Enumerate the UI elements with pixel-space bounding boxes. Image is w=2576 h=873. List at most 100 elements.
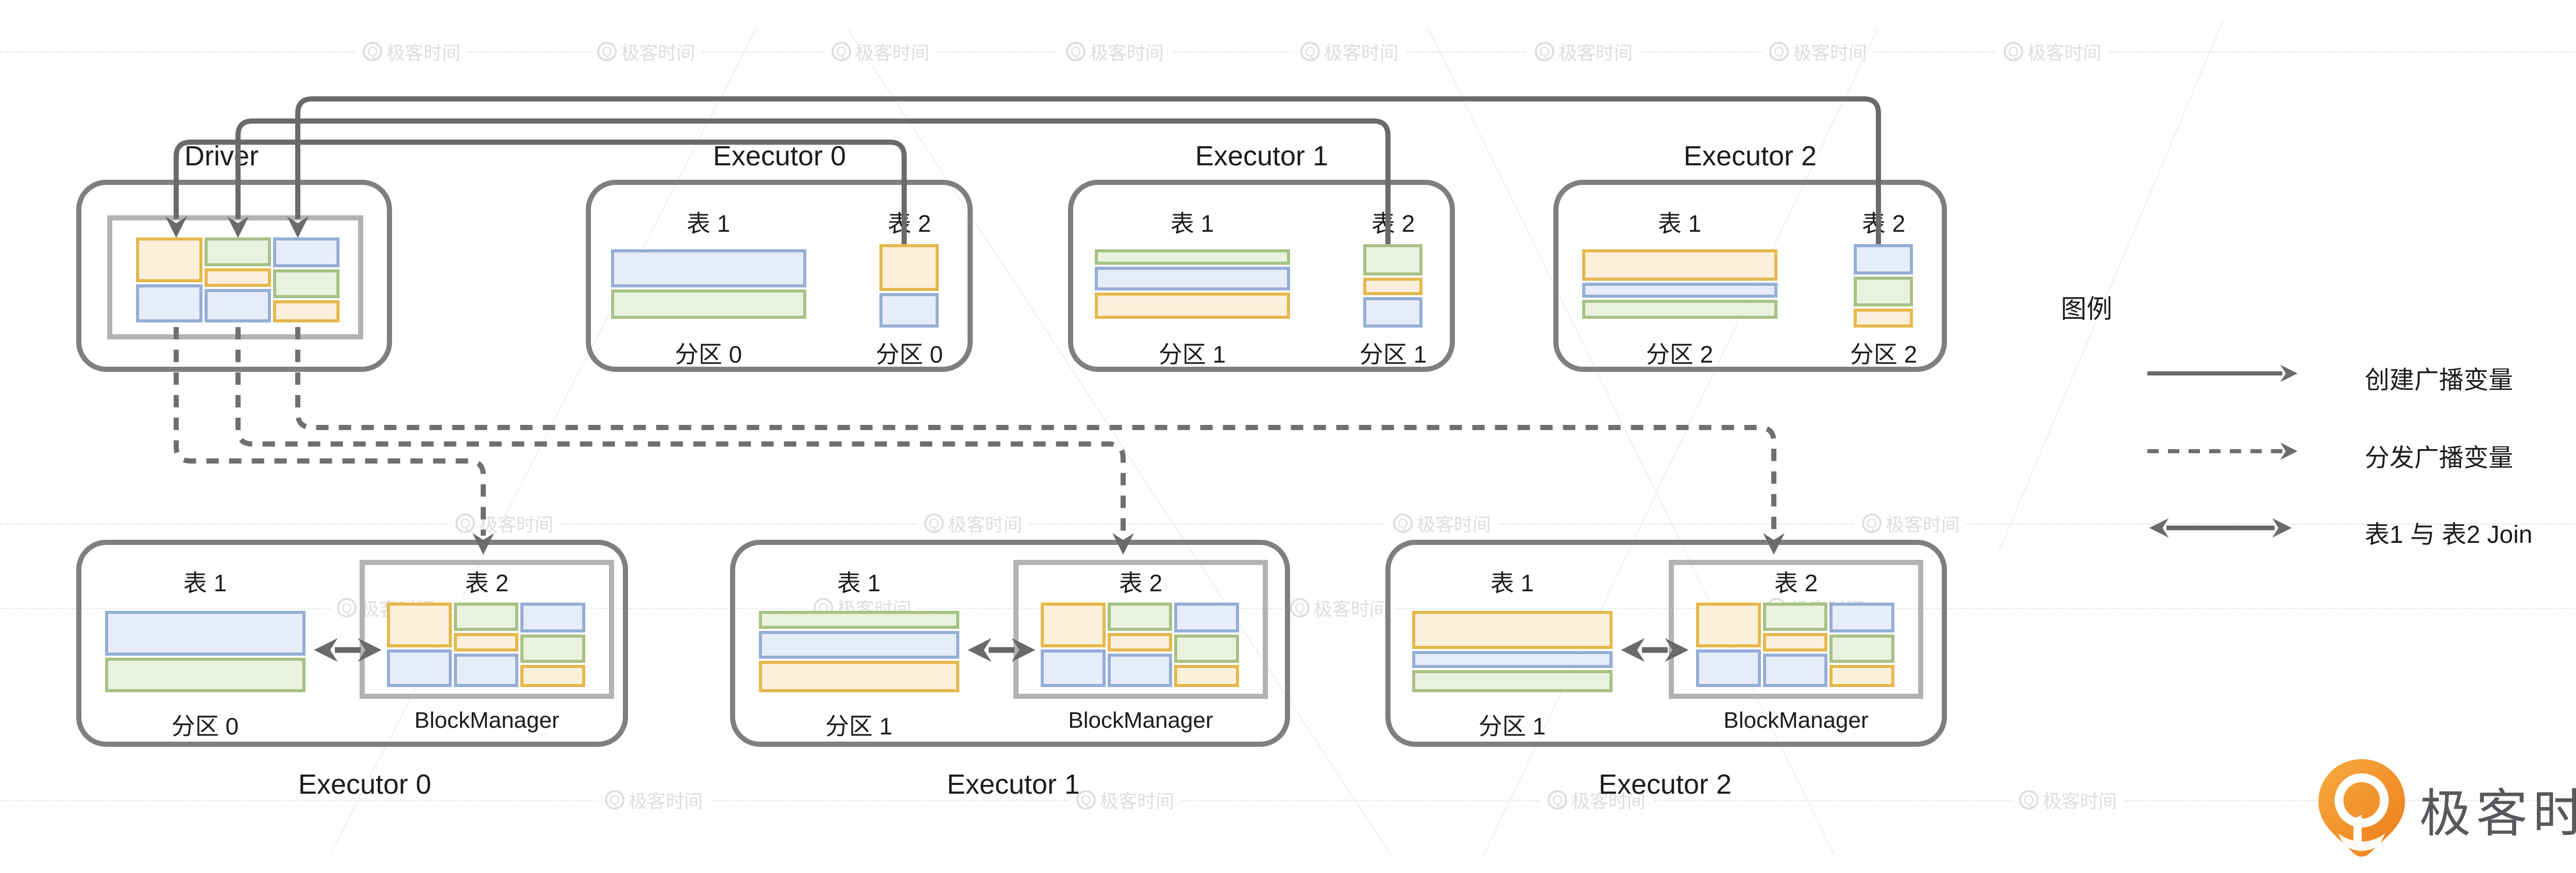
top-executor0-table2-label: 表 2 [887, 210, 931, 237]
green-partition-band [1095, 249, 1290, 265]
bottom-executor1-box [730, 540, 1290, 747]
orange-partition-band [136, 237, 202, 283]
mosaic-column [1829, 603, 1895, 687]
watermark-pin-icon: Q [605, 790, 624, 810]
watermark-text: 极客时间 [2027, 42, 2102, 63]
orange-partition-band [759, 660, 959, 692]
bottom-executor0-partition: 分区 0 [171, 713, 239, 740]
top-executor2-table2-partition: 分区 2 [1850, 341, 1918, 368]
top-executor1-table1-label: 表 1 [1170, 210, 1214, 237]
watermark-pin-icon: Q [924, 513, 944, 533]
green-partition-band [1762, 603, 1828, 631]
top-executor1-table2-block [1363, 244, 1422, 328]
watermark-pin-icon: Q [2019, 790, 2039, 810]
watermark-text: 极客时间 [1100, 791, 1175, 812]
bottom-executor2-blockmanager-label: BlockManager [1723, 708, 1869, 733]
watermark-pin-icon: Q [1393, 513, 1413, 533]
mosaic-column [205, 237, 271, 322]
bottom-executor0-table2-label: 表 2 [465, 570, 509, 596]
top-executor2-table2-label: 表 2 [1861, 210, 1906, 237]
blue-partition-band [1041, 649, 1106, 687]
green-partition-band [1107, 603, 1173, 631]
bottom-executor2-blockmanager-box [1669, 560, 1923, 699]
watermark-pin-icon: Q [1290, 598, 1310, 618]
green-partition-band [520, 634, 586, 663]
top-executor0-table1-partition: 分区 0 [674, 341, 742, 368]
watermark-text: 极客时间 [479, 514, 554, 535]
green-partition-band [1582, 300, 1777, 319]
green-partition-band [1854, 277, 1913, 307]
orange-partition-band [1041, 603, 1106, 647]
orange-partition-band [1829, 664, 1895, 687]
green-partition-band [1174, 634, 1240, 663]
watermark-text: 极客时间 [1314, 598, 1388, 620]
bottom-executor0-box [76, 540, 628, 747]
blue-partition-band [1107, 654, 1173, 687]
blue-partition-band [1696, 649, 1761, 687]
orange-partition-band [1854, 309, 1913, 328]
bottom-executor2-title: Executor 2 [1598, 769, 1732, 800]
blue-partition-band [1095, 267, 1290, 290]
top-executor1-table1-block [1095, 249, 1290, 319]
blue-partition-band [453, 654, 519, 687]
green-partition-band [759, 611, 959, 629]
mosaic-column [1174, 603, 1240, 687]
bottom-executor2-table1-block [1412, 611, 1613, 692]
blue-partition-band [205, 288, 271, 322]
watermark-pin-icon: Q [363, 42, 382, 61]
watermark-pin-icon: Q [1769, 42, 1789, 61]
bottom-executor0-table2-mosaic [387, 603, 586, 687]
bottom-executor2-table2-label: 表 2 [1774, 570, 1818, 596]
mosaic-column [1107, 603, 1173, 687]
bottom-executor2-box [1385, 540, 1947, 747]
orange-partition-band [1174, 664, 1240, 687]
top-executor0-table2-partition: 分区 0 [875, 341, 943, 368]
legend-item-create-broadcast: 创建广播变量 [2365, 367, 2514, 394]
blue-partition-band [611, 249, 806, 288]
blue-partition-band [1363, 297, 1422, 328]
mosaic-column [1041, 603, 1106, 687]
watermark-dotted-line [0, 523, 2576, 525]
mosaic-column [387, 603, 452, 687]
mosaic-column [273, 237, 340, 322]
watermark-text: 极客时间 [1324, 42, 1399, 63]
watermark-text: 极客时间 [2043, 791, 2117, 812]
mosaic-column [520, 603, 586, 687]
watermark-text: 极客时间 [629, 791, 703, 812]
legend-title: 图例 [2061, 295, 2112, 323]
legend-item-distribute-broadcast: 分发广播变量 [2365, 444, 2514, 472]
mosaic-column [136, 237, 202, 322]
top-executor1-table2-partition: 分区 1 [1359, 341, 1427, 368]
bottom-executor0-blockmanager-box [360, 560, 614, 699]
watermark-pin-icon: Q [1300, 42, 1320, 61]
distribute-arrow-executor2 [295, 327, 1785, 555]
mosaic-column [453, 603, 519, 687]
bottom-executor2-table1-label: 表 1 [1490, 570, 1534, 596]
watermark-text: 极客时间 [1793, 42, 1868, 63]
orange-partition-band [1107, 633, 1173, 652]
orange-partition-band [1696, 603, 1761, 647]
top-executor1-title: Executor 1 [1195, 141, 1329, 172]
driver-title: Driver [184, 141, 259, 172]
top-executor0-table1-block [611, 249, 806, 319]
top-executor2-table1-partition: 分区 2 [1646, 341, 1714, 368]
orange-partition-band [520, 664, 586, 687]
watermark-pin-icon: Q [1535, 42, 1554, 61]
watermark-text: 极客时间 [948, 514, 1023, 535]
bottom-executor0-table1-label: 表 1 [183, 570, 227, 596]
orange-partition-band [1412, 611, 1613, 649]
bottom-executor1-table1-block [759, 611, 959, 692]
bottom-executor1-blockmanager-box [1013, 560, 1268, 699]
top-executor0-table2-block [879, 244, 939, 328]
watermark-pin-icon: Q [455, 513, 475, 533]
blue-partition-band [1412, 651, 1613, 669]
